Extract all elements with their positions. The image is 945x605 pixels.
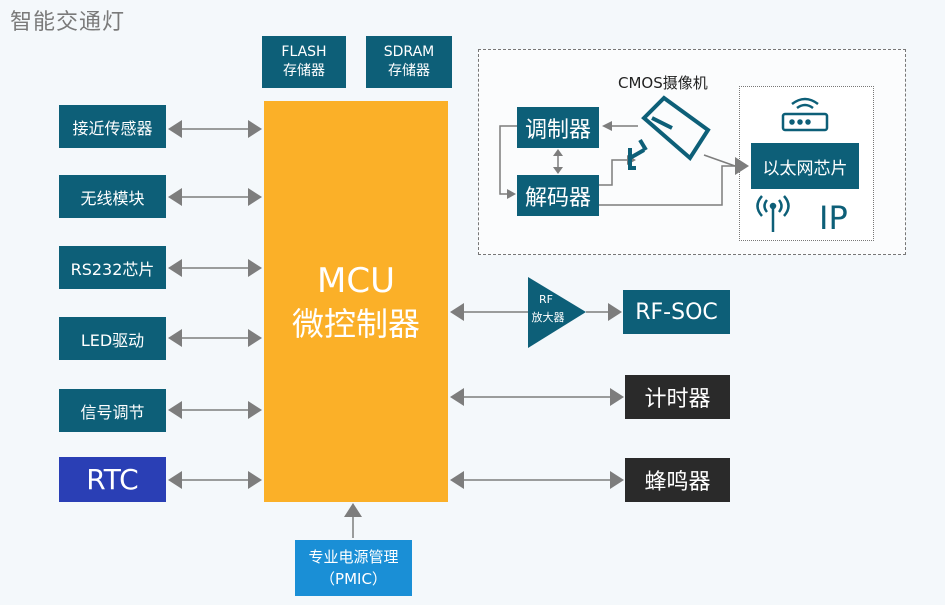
rtc-arrow	[168, 471, 262, 489]
ip-label: IP	[819, 199, 848, 237]
pmic-arrow	[344, 503, 362, 538]
flash-sublabel: 存储器	[283, 63, 325, 79]
flash-memory-box: FLASH 存储器	[262, 36, 346, 88]
rf-soc-box: RF-SOC	[623, 290, 730, 334]
modulator-box: 调制器	[517, 107, 599, 148]
router-icon	[781, 97, 829, 132]
modem-decoder-link	[553, 149, 563, 174]
rtc-box: RTC	[59, 457, 166, 502]
mcu-sublabel: 微控制器	[291, 304, 420, 343]
decoder-to-ethernet	[599, 154, 749, 206]
sdram-label: SDRAM	[383, 44, 435, 60]
rs232-chip-box: RS232芯片	[59, 246, 166, 289]
signal-arrow	[168, 401, 262, 419]
rf-amplifier-icon	[528, 277, 586, 348]
timer-box: 计时器	[625, 375, 730, 419]
wireless-module-box: 无线模块	[59, 175, 166, 218]
buzzer-arrow	[450, 471, 624, 489]
wireless-arrow	[168, 188, 262, 206]
timer-arrow	[450, 388, 624, 406]
proximity-arrow	[168, 120, 262, 138]
camera-to-modulator	[602, 121, 638, 131]
led-driver-box: LED驱动	[59, 317, 166, 360]
sdram-sublabel: 存储器	[388, 63, 430, 79]
flash-label: FLASH	[281, 44, 327, 60]
ethernet-chip-box: 以太网芯片	[751, 143, 859, 189]
led-arrow	[168, 329, 262, 347]
wifi-antenna-icon	[756, 195, 790, 232]
mcu-label: MCU	[317, 260, 395, 301]
pmic-box: 专业电源管理 （PMIC）	[295, 540, 412, 596]
cmos-camera-label: CMOS摄像机	[618, 74, 708, 92]
pmic-label: 专业电源管理	[308, 548, 399, 566]
rf-amp-sublabel: 放大器	[532, 310, 565, 324]
rs232-arrow	[168, 259, 262, 277]
rf-amp-label: RF	[539, 293, 553, 306]
pmic-sublabel: （PMIC）	[320, 570, 387, 588]
sdram-memory-box: SDRAM 存储器	[366, 36, 452, 88]
diagram-title: 智能交通灯	[10, 10, 126, 35]
decoder-box: 解码器	[517, 175, 599, 216]
buzzer-box: 蜂鸣器	[625, 458, 730, 502]
signal-conditioning-box: 信号调节	[59, 389, 166, 432]
loop-line	[499, 125, 517, 199]
cctv-camera-icon	[628, 95, 711, 170]
proximity-sensor-box: 接近传感器	[59, 105, 166, 148]
mcu-block: MCU 微控制器	[264, 101, 448, 502]
rf-amp-arrow	[450, 303, 622, 321]
